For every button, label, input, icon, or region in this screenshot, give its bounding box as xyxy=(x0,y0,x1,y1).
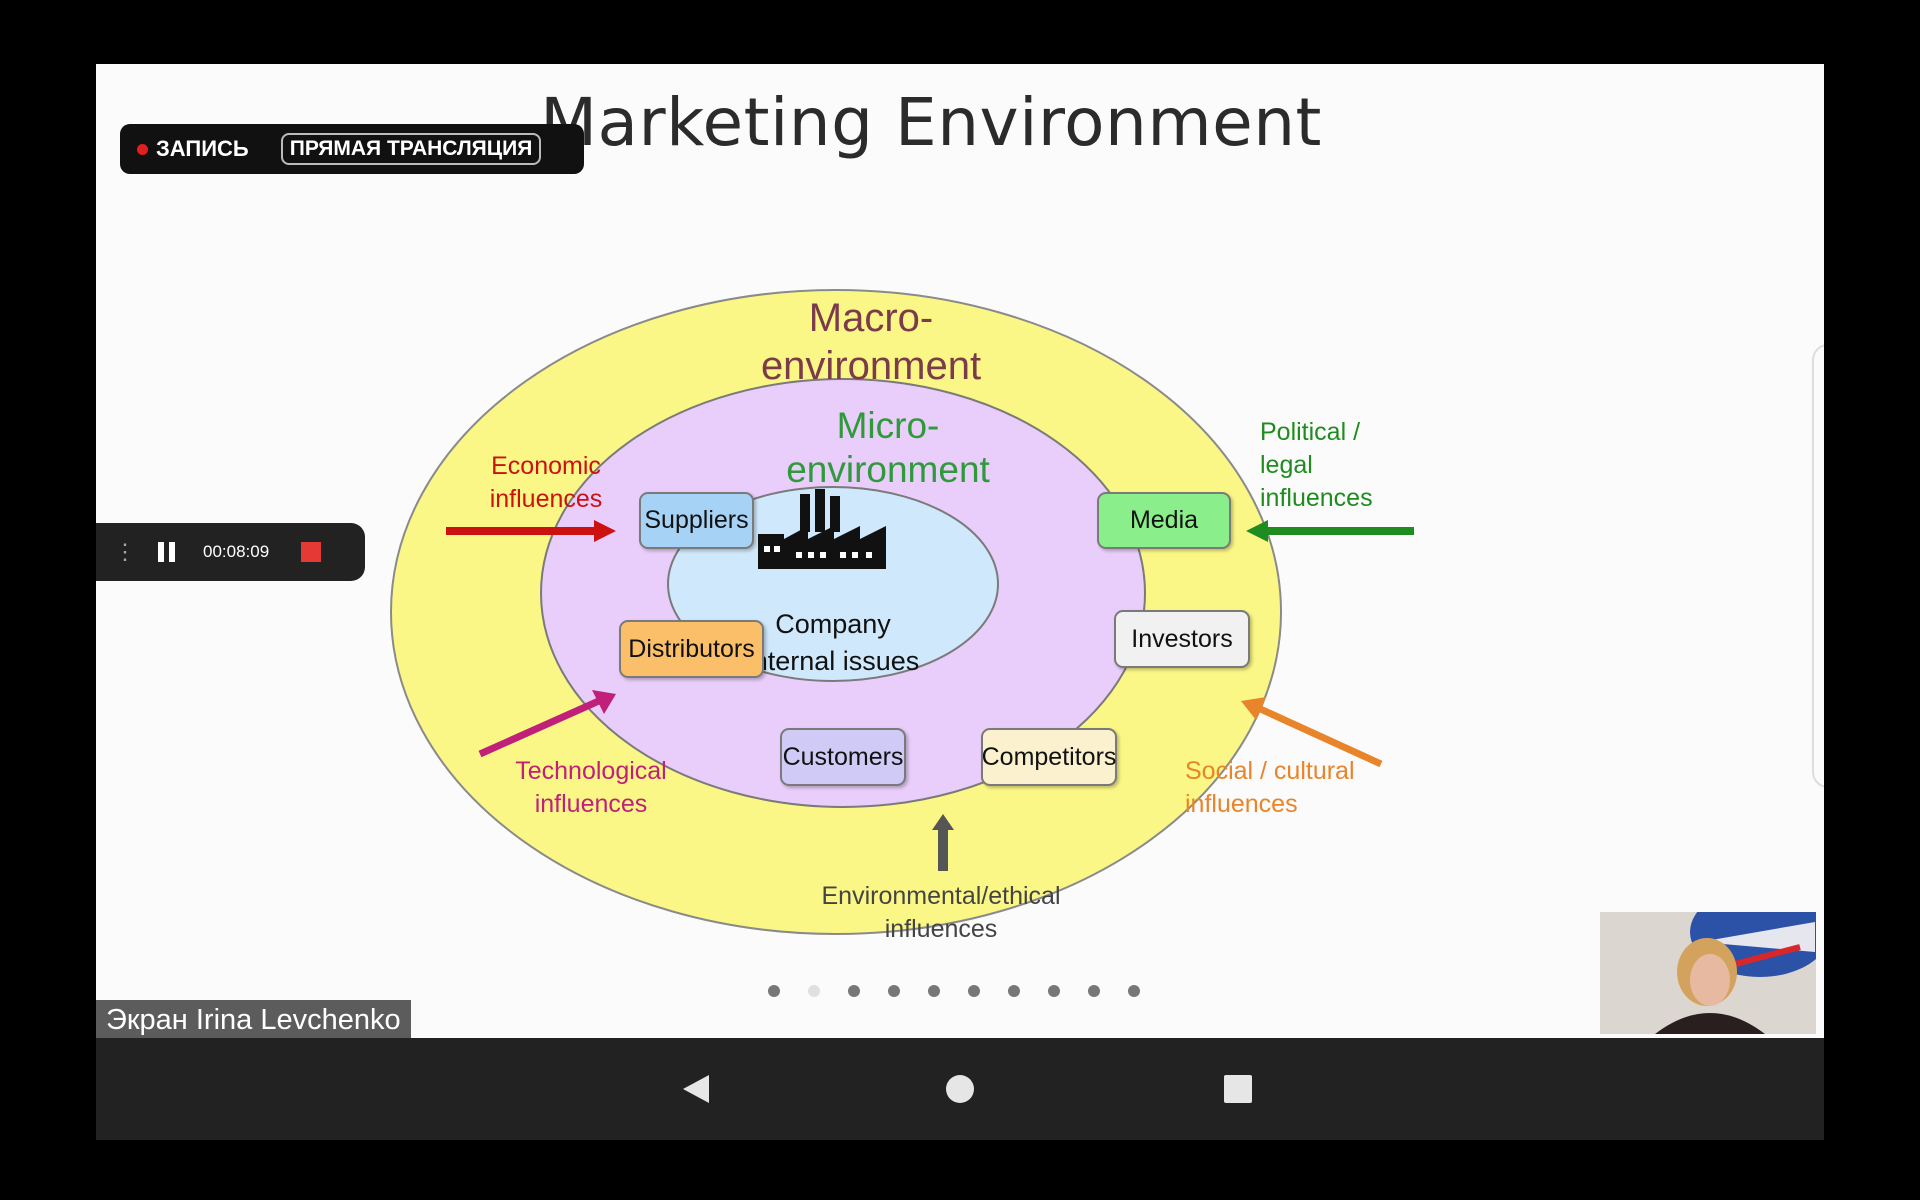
recording-indicator-bar: ЗАПИСЬ ПРЯМАЯ ТРАНСЛЯЦИЯ xyxy=(120,124,584,174)
pager-dot[interactable] xyxy=(1128,985,1140,997)
media-box: Media xyxy=(1097,492,1231,549)
environmental-arrow xyxy=(932,814,954,871)
suppliers-box: Suppliers xyxy=(639,492,754,549)
competitors-box: Competitors xyxy=(981,728,1117,786)
back-icon[interactable] xyxy=(656,1038,736,1140)
pager-dot[interactable] xyxy=(1048,985,1060,997)
micro-environment-label: Micro-environment xyxy=(786,405,990,490)
home-icon[interactable] xyxy=(920,1038,1000,1140)
slide-title: Marketing Environment xyxy=(540,84,1322,161)
video-call-screen: Marketing Environment Macro-environment … xyxy=(96,64,1824,1140)
technological-influences-label: Technological influences xyxy=(515,757,667,818)
live-stream-badge[interactable]: ПРЯМАЯ ТРАНСЛЯЦИЯ xyxy=(280,133,542,165)
investors-box: Investors xyxy=(1114,610,1250,668)
pause-button[interactable] xyxy=(158,542,175,562)
stop-recording-button[interactable] xyxy=(301,542,322,562)
company-core-label: Company internal issues xyxy=(718,606,948,680)
technological-arrow xyxy=(478,690,616,758)
economic-influences-label: Economic influences xyxy=(489,452,603,513)
drag-handle-icon[interactable]: ⋮ xyxy=(114,539,136,564)
distributors-box: Distributors xyxy=(619,620,764,678)
recording-timer-widget[interactable]: ⋮ 00:08:09 xyxy=(96,523,365,581)
shared-slide: Marketing Environment Macro-environment … xyxy=(96,64,1824,1038)
recording-dot-icon xyxy=(137,143,148,155)
side-panel-handle[interactable] xyxy=(1812,344,1824,788)
environmental-ethical-influences-label: Environmental/ethical influences xyxy=(821,882,1061,943)
customers-box: Customers xyxy=(780,728,906,786)
presenter-name-label: Экран Irina Levchenko xyxy=(96,1000,411,1038)
pager-dot[interactable] xyxy=(848,985,860,997)
pager-dot[interactable] xyxy=(928,985,940,997)
slide-pager[interactable] xyxy=(768,985,1140,997)
pager-dot[interactable] xyxy=(888,985,900,997)
company-core-line-1: Company xyxy=(775,609,891,639)
factory-icon xyxy=(758,489,886,569)
social-cultural-influences-label: Social / cultural influences xyxy=(1185,757,1355,818)
political-influences-label: Political / legal influences xyxy=(1260,418,1373,512)
economic-arrow xyxy=(446,520,616,542)
timer-display: 00:08:09 xyxy=(203,542,270,561)
pager-dot[interactable] xyxy=(1008,985,1020,997)
social-arrow xyxy=(1241,697,1383,768)
pager-dot[interactable] xyxy=(808,985,820,997)
presenter-webcam-thumbnail[interactable] xyxy=(1600,912,1816,1034)
macro-environment-label: Macro-environment xyxy=(760,296,982,388)
pager-dot[interactable] xyxy=(968,985,980,997)
system-navigation-bar xyxy=(96,1038,1824,1140)
political-arrow xyxy=(1246,520,1414,542)
pager-dot[interactable] xyxy=(1088,985,1100,997)
company-core-line-2: internal issues xyxy=(746,646,920,676)
recording-label: ЗАПИСЬ xyxy=(156,136,249,161)
pager-dot[interactable] xyxy=(768,985,780,997)
recents-icon[interactable] xyxy=(1198,1038,1278,1140)
